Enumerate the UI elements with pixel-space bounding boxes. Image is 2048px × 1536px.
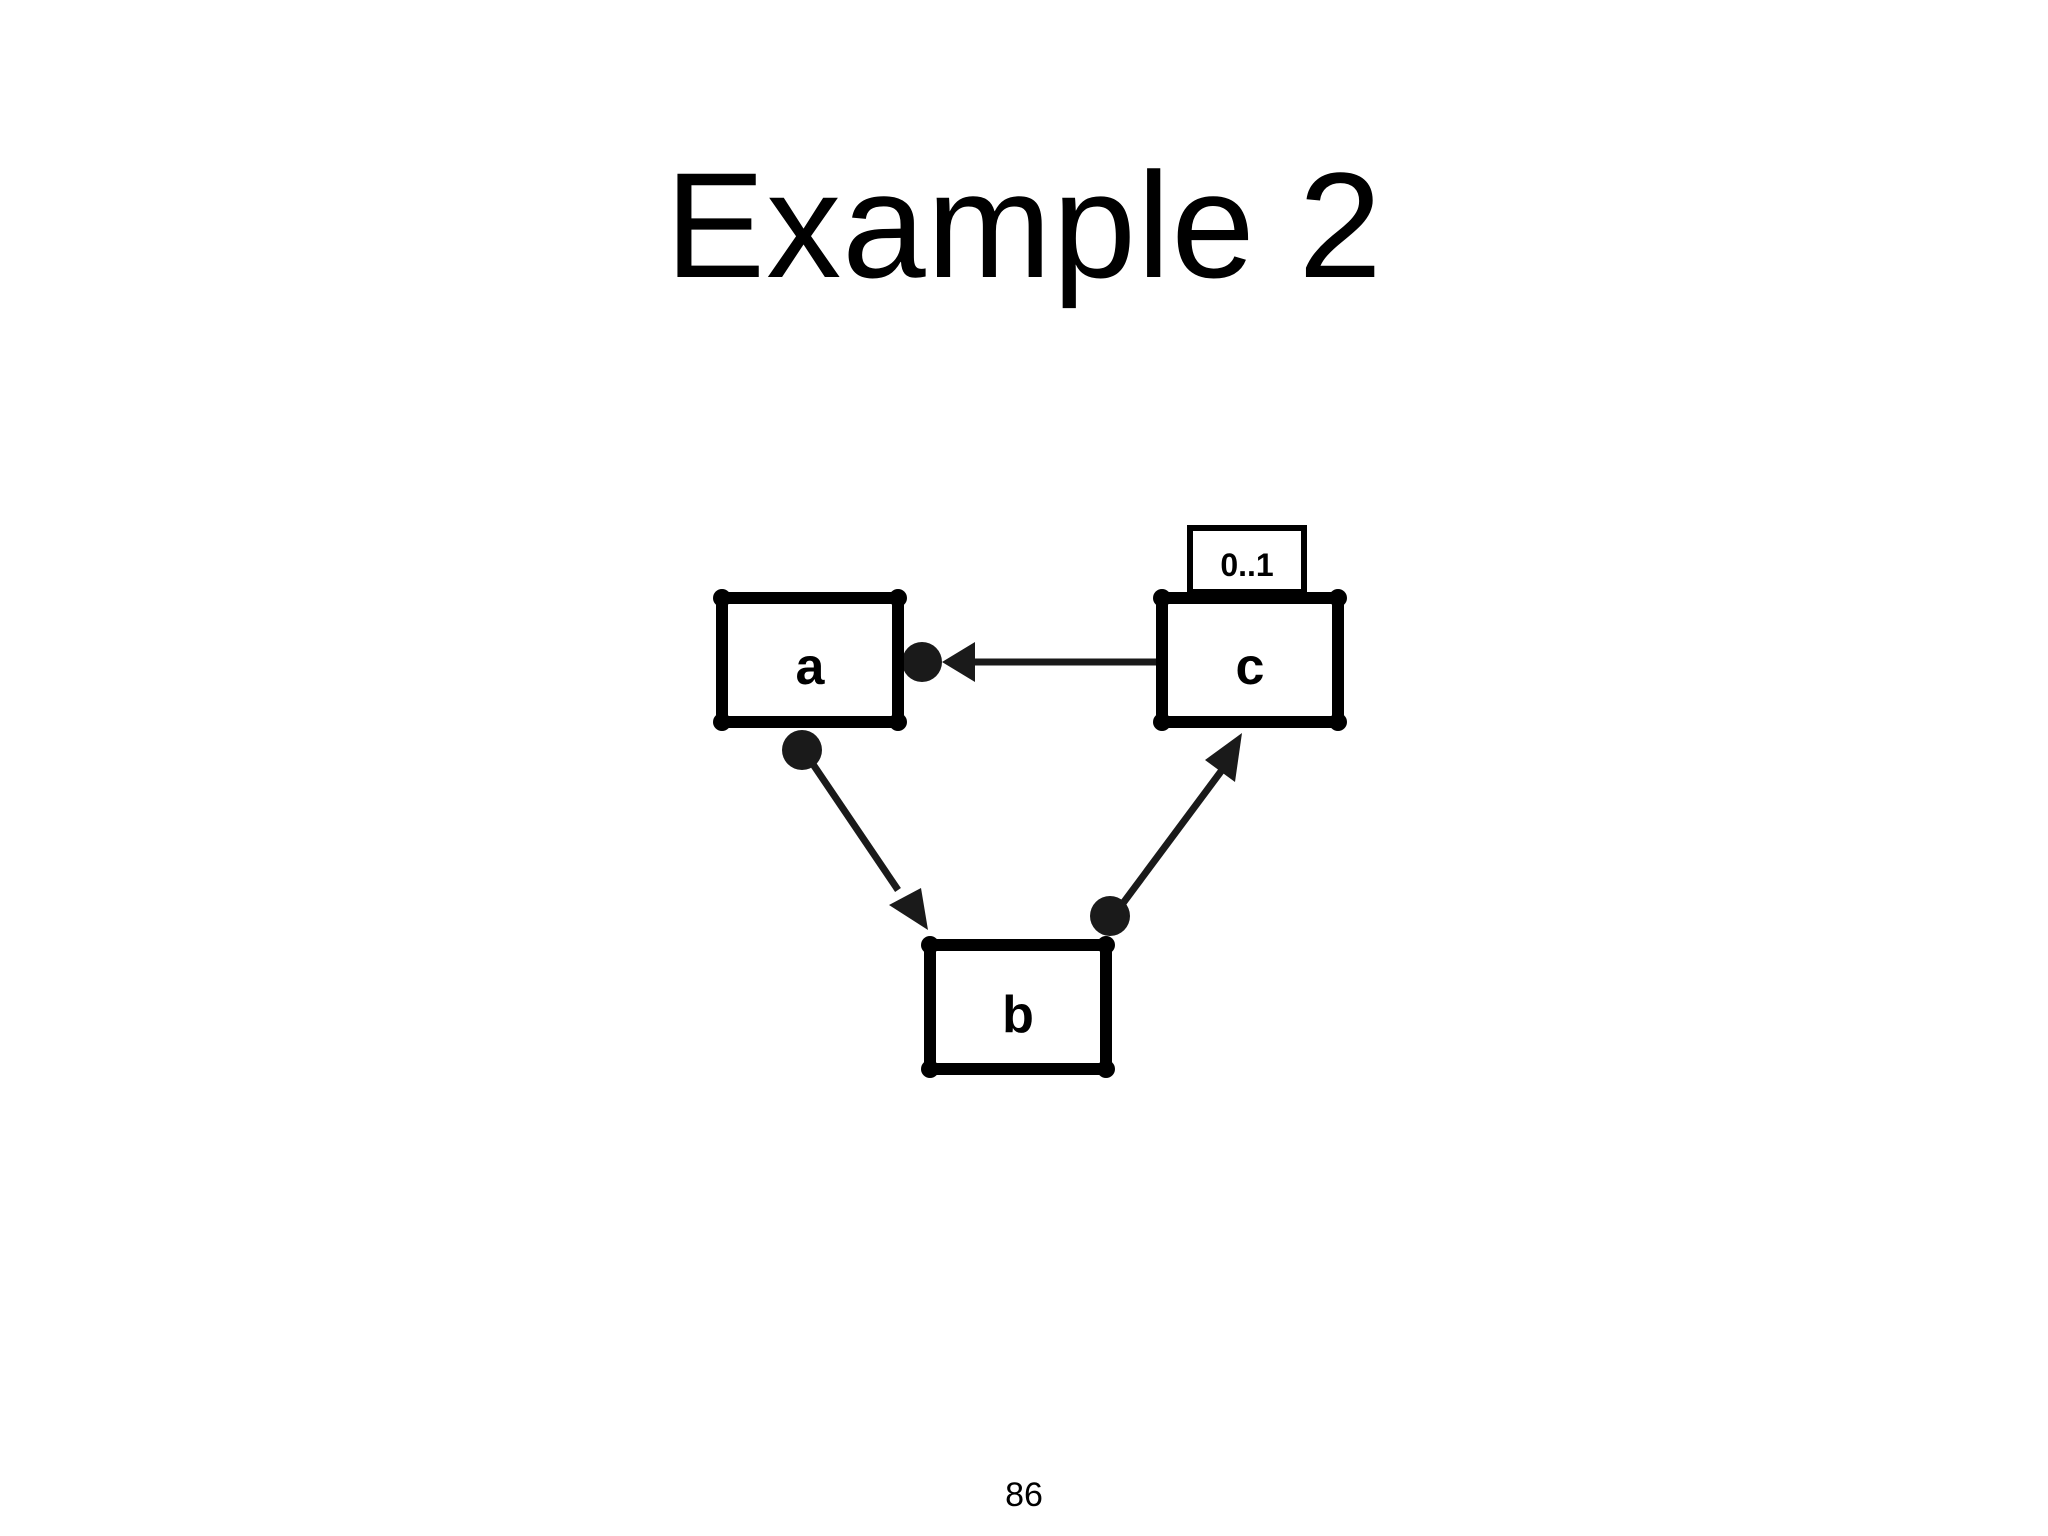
corner-dot [1153, 589, 1171, 607]
edge-b-to-c [1090, 733, 1242, 936]
slide-title: Example 2 [665, 141, 1383, 309]
corner-dot [889, 713, 907, 731]
arrowhead-triangle [889, 888, 928, 930]
arrowhead-triangle [942, 642, 975, 682]
node-c-box [1156, 592, 1344, 728]
edge-end-dot [1090, 896, 1130, 936]
multiplicity-frame [1187, 525, 1307, 595]
corner-dot [1153, 713, 1171, 731]
corner-dot [1329, 589, 1347, 607]
edge-end-dot [782, 730, 822, 770]
corner-dot [1097, 936, 1115, 954]
edge-end-dot [902, 642, 942, 682]
corner-dot [921, 1060, 939, 1078]
edge-a-to-b [782, 730, 928, 930]
corner-dot [713, 713, 731, 731]
node-b-label: b [1002, 986, 1034, 1044]
corner-dot [889, 589, 907, 607]
multiplicity-label: 0..1 [1220, 547, 1273, 583]
node-c-label: c [1236, 638, 1265, 696]
edge-line [1109, 767, 1225, 921]
node-c: c [1153, 589, 1347, 731]
corner-dot [921, 936, 939, 954]
node-a-box [716, 592, 904, 728]
arrowhead-triangle [1205, 733, 1242, 782]
corner-dot [1329, 713, 1347, 731]
node-b-box [924, 939, 1112, 1075]
multiplicity-box: 0..1 [1187, 525, 1307, 595]
node-a: a [713, 589, 907, 731]
node-a-label: a [796, 638, 826, 696]
page-number: 86 [1005, 1476, 1043, 1514]
edge-line [799, 746, 901, 892]
corner-dot [1097, 1060, 1115, 1078]
node-b: b [921, 936, 1115, 1078]
edge-c-to-a [902, 642, 1160, 682]
corner-dot [713, 589, 731, 607]
